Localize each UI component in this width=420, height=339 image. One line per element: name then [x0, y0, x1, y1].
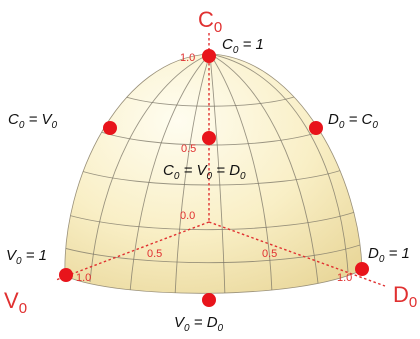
label-v-one: V0 = 1: [6, 247, 47, 267]
label-d-one: D0 = 1: [368, 245, 410, 265]
tick-top-one: 1.0: [180, 52, 195, 64]
c-axis-label: C0: [198, 7, 222, 36]
tick-left-half: 0.5: [147, 248, 162, 260]
tick-left-one: 1.0: [76, 272, 91, 284]
point-c-eq-v: [103, 121, 117, 135]
point-center: [202, 131, 216, 145]
tick-mid-half: 0.5: [181, 143, 196, 155]
d-axis-line: [208, 221, 386, 287]
label-c-eq-v: C0 = V0: [8, 111, 58, 131]
point-d-one: [355, 262, 369, 276]
label-c-one: C0 = 1: [222, 36, 264, 56]
point-v-one: [59, 268, 73, 282]
label-v-eq-d: V0 = D0: [174, 314, 224, 334]
label-center: C0 = V0 = D0: [163, 162, 246, 182]
longitude-gridlines: [89, 54, 349, 294]
points: [59, 49, 369, 307]
point-v-eq-d: [202, 293, 216, 307]
d-axis-label: D0: [393, 282, 417, 311]
tick-right-half: 0.5: [262, 248, 277, 260]
v-axis-label: V0: [4, 288, 27, 317]
point-c-one: [202, 49, 216, 63]
point-d-eq-c: [309, 121, 323, 135]
v-axis-line: [55, 221, 210, 281]
label-d-eq-c: D0 = C0: [328, 111, 378, 131]
tick-origin: 0.0: [180, 210, 195, 222]
axes: [55, 33, 386, 287]
tick-right-one: 1.0: [337, 272, 352, 284]
